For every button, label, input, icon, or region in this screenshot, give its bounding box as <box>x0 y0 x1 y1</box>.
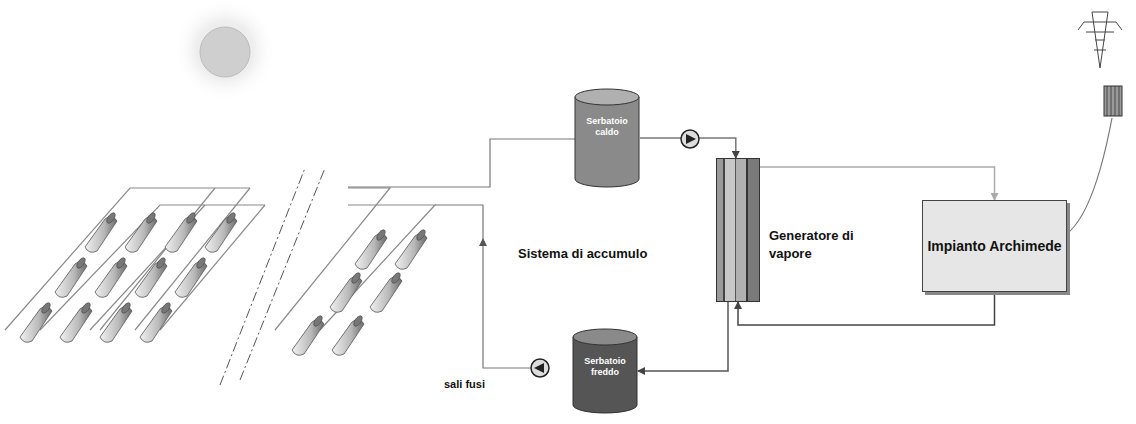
tank-shape <box>574 88 640 188</box>
node-label: Impianto Archimede <box>927 237 1061 256</box>
flow-pipe <box>638 302 728 371</box>
flow-pipe <box>760 167 995 200</box>
steam-generator: Generatore di vapore <box>716 158 760 302</box>
power-plant-box: Impianto Archimede <box>922 200 1067 292</box>
annotation-label: sali fusi <box>444 378 485 390</box>
node-label: Serbatoio caldo <box>578 116 636 138</box>
node-label: Serbatoio freddo <box>576 356 634 378</box>
storage-tank: Serbatoio freddo <box>572 328 638 414</box>
flow-pipe <box>738 292 995 325</box>
node-label: Generatore di vapore <box>769 227 889 263</box>
annotation-label: Sistema di accumulo <box>518 246 647 261</box>
storage-tank: Serbatoio caldo <box>574 88 640 188</box>
